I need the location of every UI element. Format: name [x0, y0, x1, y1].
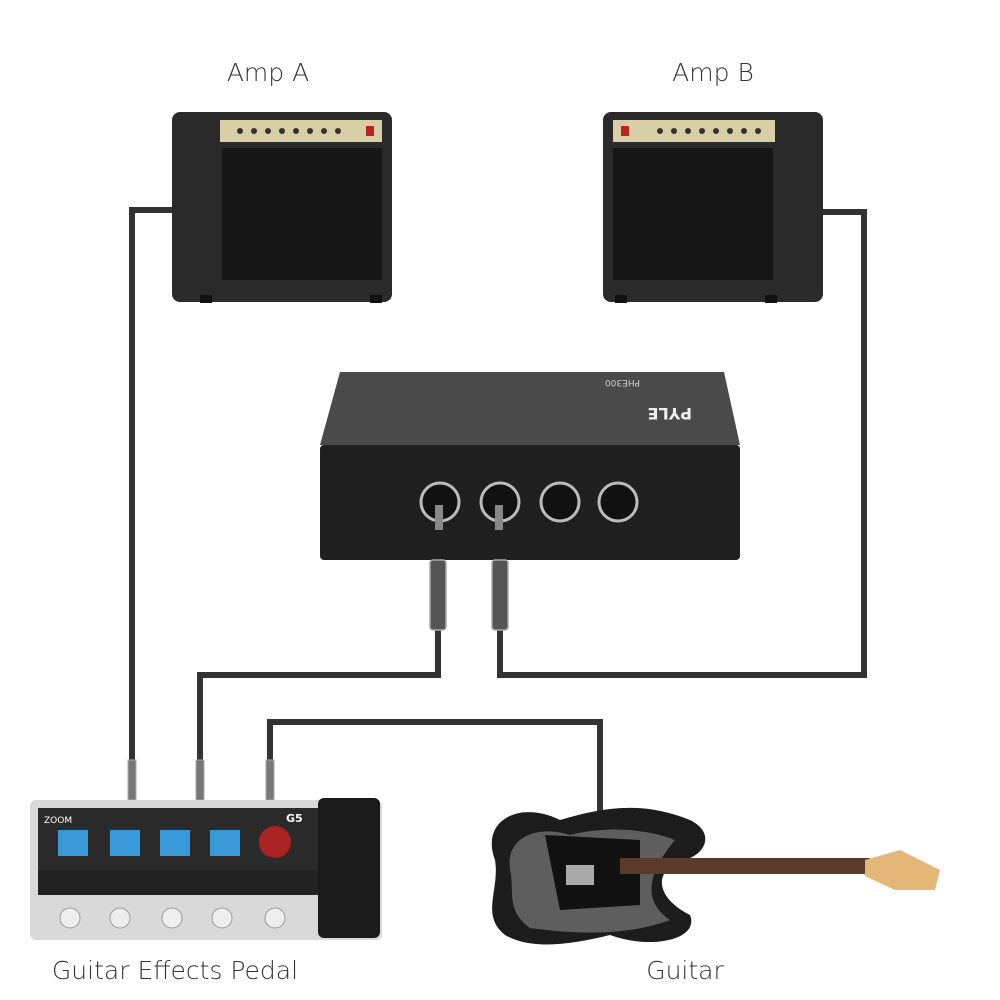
jacks — [419, 481, 639, 523]
hum-destroyer-box-image: PHE300 PYLE — [320, 372, 740, 631]
cable-amp-a — [129, 207, 178, 762]
cable-amp-b — [497, 209, 867, 678]
hum-destroyer-brand-text: PYLE — [648, 404, 692, 423]
pedal-brand-text: ZOOM — [44, 816, 72, 826]
amp-a-image — [172, 112, 392, 303]
guitar-image — [491, 807, 940, 945]
hum-destroyer-model-text: PHE300 — [605, 377, 640, 387]
amp-b-label: Amp B — [672, 58, 754, 87]
amp-b-image — [603, 112, 823, 303]
pedal-label: Guitar Effects Pedal — [51, 956, 299, 985]
effects-pedal-image: ZOOM G5 — [30, 759, 382, 940]
amp-a-label: Amp A — [226, 58, 310, 87]
pedal-model-text: G5 — [286, 812, 303, 825]
cable-guitar — [267, 719, 603, 812]
guitar-label: Guitar — [646, 956, 724, 985]
cable-pedal-to-box — [197, 630, 441, 762]
